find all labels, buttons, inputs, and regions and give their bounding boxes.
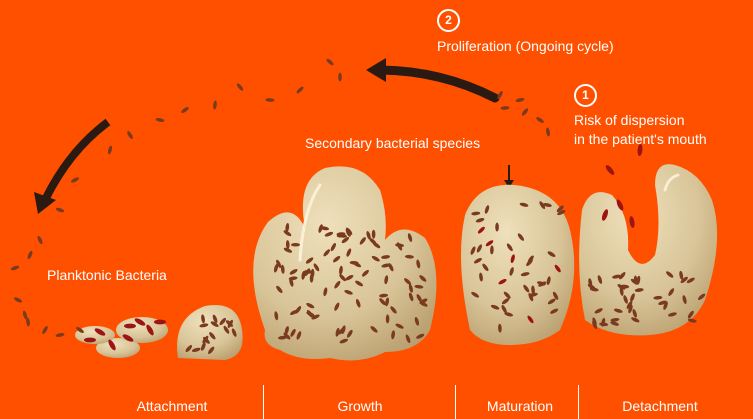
stage-maturation: Maturation	[470, 398, 570, 414]
step-2-label: Proliferation (Ongoing cycle)	[437, 38, 614, 55]
step-2-badge: 2	[437, 9, 460, 32]
stage-growth: Growth	[310, 398, 410, 414]
biofilm-colony-growth	[253, 166, 436, 360]
bacterium-icon	[27, 250, 34, 260]
bacterium-icon	[521, 107, 529, 116]
bacterium-icon	[37, 235, 44, 245]
step-1-badge: 1	[574, 84, 597, 107]
stage-divider	[578, 385, 579, 419]
bacterium-icon	[70, 176, 80, 183]
bacterium-icon	[291, 243, 300, 247]
bacterium-icon	[55, 207, 65, 213]
bacterium-icon	[296, 86, 305, 95]
bacterium-icon	[154, 320, 166, 325]
stage-detachment: Detachment	[608, 398, 712, 414]
bacterium-icon	[236, 82, 245, 91]
bacterium-icon	[124, 324, 136, 329]
bacterium-icon	[265, 98, 274, 102]
bacterium-icon	[155, 117, 165, 122]
bacterium-icon	[515, 97, 525, 103]
bacterium-icon	[180, 106, 189, 114]
bacterium-icon	[325, 58, 334, 67]
bacterium-icon	[84, 338, 96, 343]
planktonic-bacteria-label: Planktonic Bacteria	[47, 267, 167, 284]
stage-attachment: Attachment	[120, 398, 224, 414]
bacterium-icon	[338, 72, 342, 81]
bacterium-icon	[546, 127, 551, 136]
bacterium-icon	[10, 265, 20, 271]
bacterium-icon	[535, 116, 544, 124]
bacterium-icon	[213, 100, 218, 109]
bacterium-icon	[604, 164, 615, 176]
step-1-label-line2: in the patient's mouth	[574, 131, 707, 148]
bacterium-icon	[107, 145, 113, 155]
bacterium-icon	[13, 296, 23, 303]
stage-divider	[263, 385, 264, 419]
bacterium-icon	[41, 325, 49, 335]
bacterium-icon	[126, 130, 134, 140]
bacterium-icon	[55, 332, 65, 337]
bacterium-icon	[629, 216, 636, 229]
bacterium-icon	[500, 106, 509, 110]
biofilm-colony-maturation	[461, 185, 574, 345]
small-arrow-icon	[504, 165, 514, 188]
secondary-species-label: Secondary bacterial species	[305, 135, 480, 152]
step-1-label-line1: Risk of dispersion	[574, 112, 685, 129]
stage-divider	[455, 385, 456, 419]
